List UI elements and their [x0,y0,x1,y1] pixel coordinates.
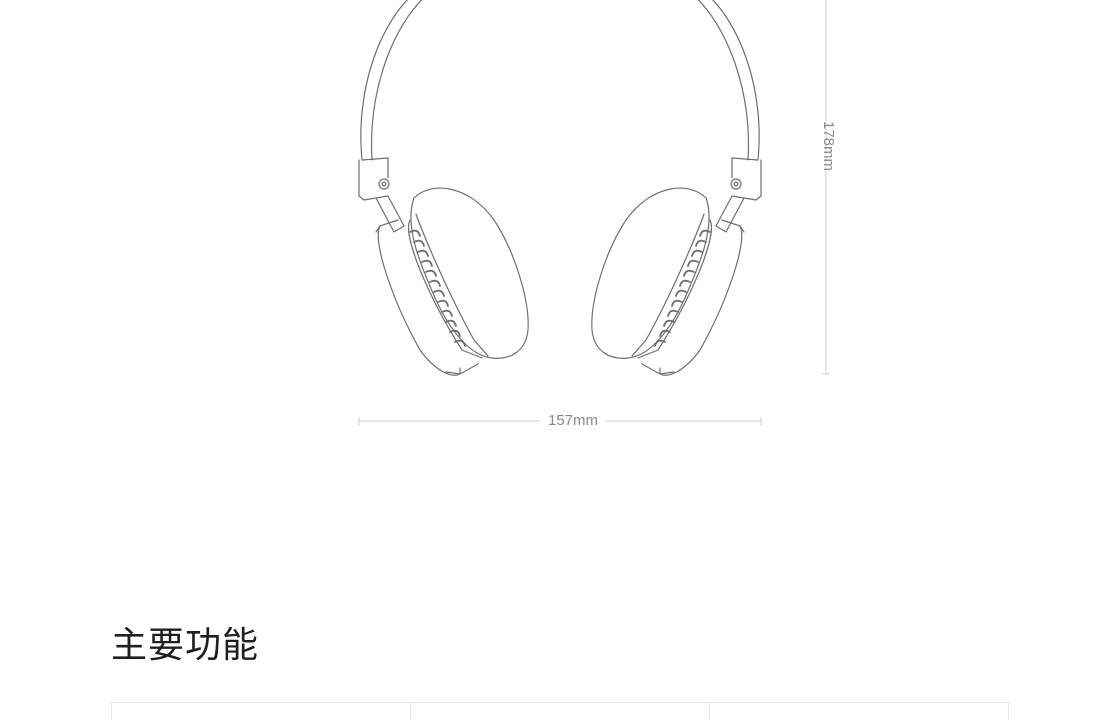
headband [358,0,762,201]
right-hinge-screw [730,178,742,190]
left-hinge-screw [378,178,390,190]
right-cushion-ribs [654,229,711,347]
feature-card [112,703,411,720]
left-ear-cup [375,187,529,376]
height-dimension-line [822,0,830,375]
feature-card [710,703,1009,720]
left-cushion-ribs [409,229,466,347]
feature-card [411,703,710,720]
height-dimension-label: 178mm [820,121,837,172]
width-dimension-label: 157mm [540,411,606,431]
features-section-title: 主要功能 [111,624,260,665]
right-ear-cup [591,187,745,376]
headphones-illustration [358,0,830,426]
features-grid [111,702,1009,720]
